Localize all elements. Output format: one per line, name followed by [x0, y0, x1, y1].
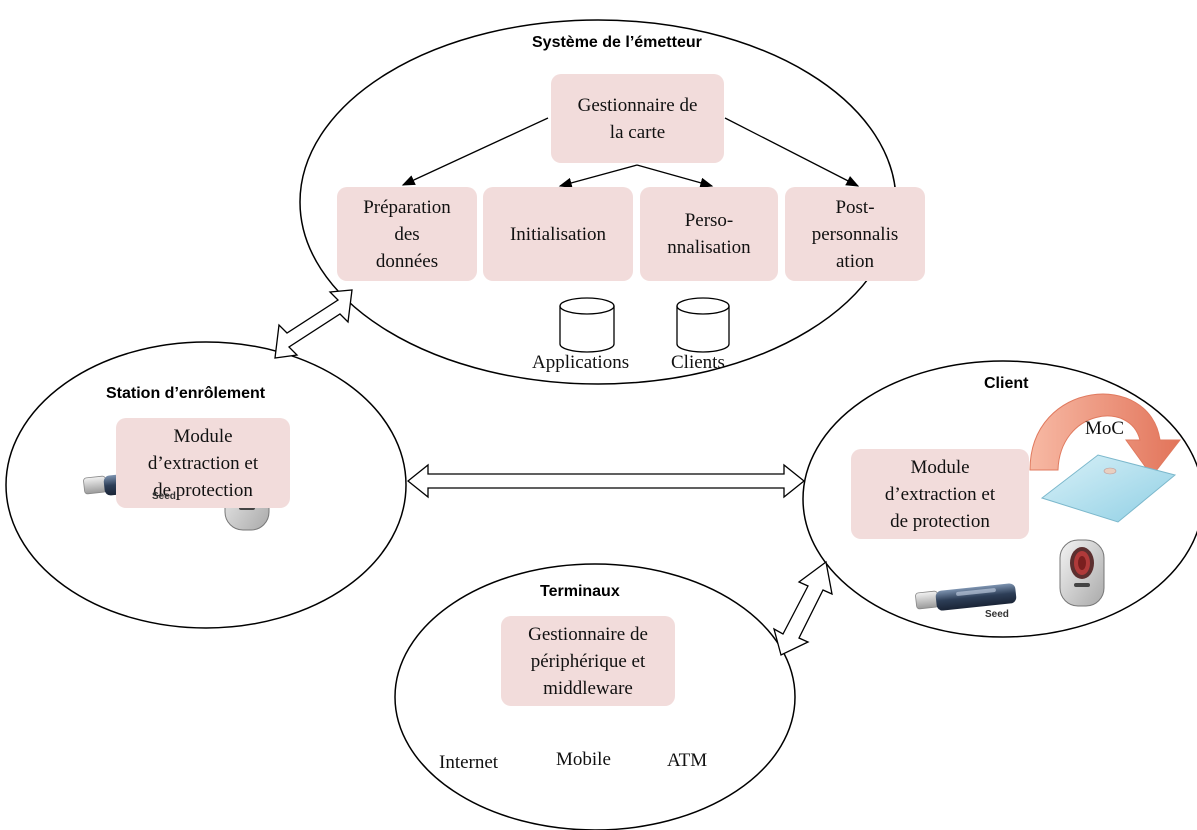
enrollment-module-box: Module d’extraction et de protection: [116, 418, 290, 508]
double-arrow-issuer-enrollment: [274, 289, 353, 359]
terminal-mobile-label: Mobile: [556, 749, 611, 770]
client-usb-key-icon: [915, 583, 1017, 611]
double-arrow-terminals-client: [772, 560, 833, 656]
client-ellipse: [802, 360, 1197, 638]
issuer-system-title: Système de l’émetteur: [532, 34, 702, 51]
arrow-to-personnalisation: [636, 164, 714, 188]
moc-label: MoC: [1085, 418, 1125, 439]
step-preparation-box: Préparation des données: [337, 187, 477, 281]
applications-database-icon: [559, 297, 615, 353]
terminals-title: Terminaux: [540, 583, 620, 600]
card-manager-box: Gestionnaire de la carte: [551, 74, 724, 163]
arrow-to-post-personnalisation: [724, 117, 860, 187]
terminal-atm-label: ATM: [667, 750, 708, 771]
clients-db-label: Clients: [671, 352, 725, 373]
step-personnalisation-box: Perso- nnalisation: [640, 187, 778, 281]
client-module-box: Module d’extraction et de protection: [851, 449, 1029, 539]
enrollment-station-title: Station d’enrôlement: [106, 385, 266, 402]
double-arrow-enrollment-client: [406, 463, 806, 499]
smart-card-icon: [1040, 454, 1177, 523]
arrow-to-initialisation: [558, 164, 638, 188]
arrow-to-preparation: [401, 117, 549, 186]
step-initialisation-box: Initialisation: [483, 187, 633, 281]
enrollment-station-ellipse: [5, 341, 407, 629]
client-usb-seed-label: Seed: [985, 609, 1009, 620]
client-fingerprint-scanner-icon: [1059, 539, 1105, 607]
terminals-ellipse: [394, 563, 796, 830]
client-title: Client: [984, 375, 1029, 392]
device-manager-box: Gestionnaire de périphérique et middlewa…: [501, 616, 675, 706]
terminal-internet-label: Internet: [439, 752, 499, 773]
step-post-personnalisation-box: Post- personnalis ation: [785, 187, 925, 281]
enrollment-usb-seed-label: Seed: [152, 491, 176, 502]
clients-database-icon: [676, 297, 730, 353]
moc-arrow-icon: [1029, 393, 1182, 477]
applications-db-label: Applications: [532, 352, 630, 373]
